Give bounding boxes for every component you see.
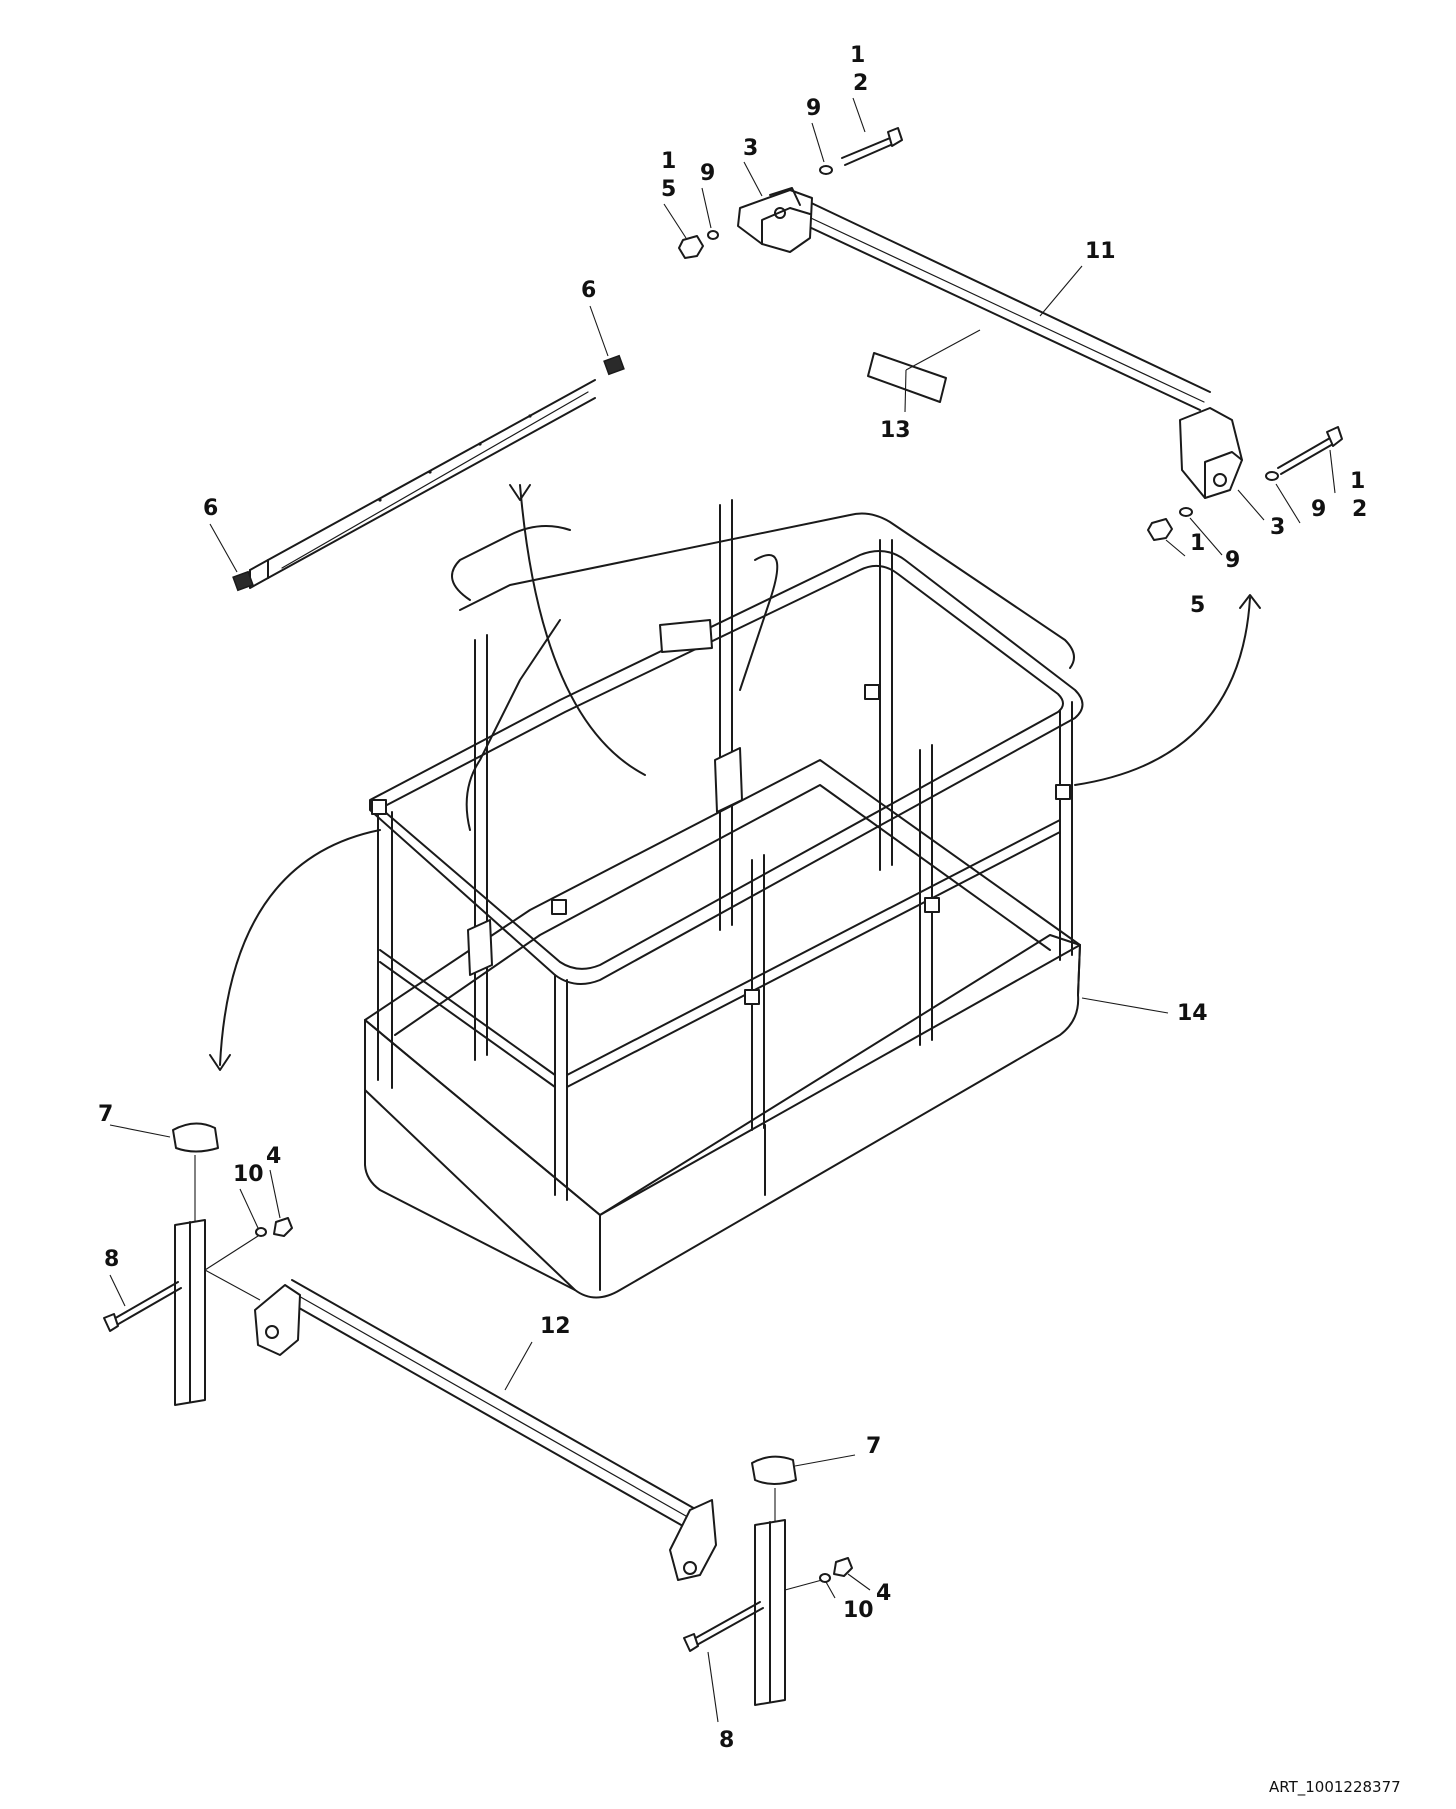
callout-c-9b: 9 [700, 161, 715, 186]
callout-c-9d: 9 [1225, 548, 1240, 573]
callout-c-2a: 2 [853, 71, 868, 96]
callout-c-8b: 8 [719, 1728, 734, 1753]
lower-leg-left [103, 1122, 293, 1406]
lower-leg-right [683, 1454, 871, 1723]
callout-c-12: 12 [540, 1314, 571, 1339]
callout-c-11: 11 [1085, 239, 1116, 264]
part-14-platform-basket [364, 499, 1169, 1299]
callout-c-3a: 3 [743, 136, 758, 161]
callout-c-7a: 7 [98, 1102, 113, 1127]
callout-c-14: 14 [1177, 1001, 1208, 1026]
assembly-arrows [209, 484, 1261, 1071]
part-11-upper-arm [663, 97, 1343, 557]
callout-c-5b: 5 [1190, 593, 1205, 618]
callout-c-1a: 1 [850, 43, 865, 68]
callout-c-8a: 8 [104, 1247, 119, 1272]
callout-c-10b: 10 [843, 1598, 874, 1623]
callout-c-6b: 6 [203, 496, 218, 521]
callout-c-9a: 9 [806, 96, 821, 121]
callout-c-1d: 1 [1190, 531, 1205, 556]
callout-c-2b: 2 [1352, 497, 1367, 522]
callout-c-6a: 6 [581, 278, 596, 303]
callout-c-1b: 1 [661, 149, 676, 174]
callout-c-3b: 3 [1270, 515, 1285, 540]
callout-c-4a: 4 [266, 1144, 281, 1169]
part-13-decal [867, 329, 981, 413]
drawing-reference: ART_1001228377 [1269, 1778, 1401, 1797]
callout-c-7b: 7 [866, 1434, 881, 1459]
callout-c-1c: 1 [1350, 469, 1365, 494]
callout-c-13: 13 [880, 418, 911, 443]
part-6-upper-tube [209, 305, 625, 592]
callout-c-4b: 4 [876, 1581, 891, 1606]
callout-c-5a: 5 [661, 177, 676, 202]
callout-c-10a: 10 [233, 1162, 264, 1187]
callout-c-9c: 9 [1311, 497, 1326, 522]
part-12-lower-arm [254, 1279, 717, 1581]
